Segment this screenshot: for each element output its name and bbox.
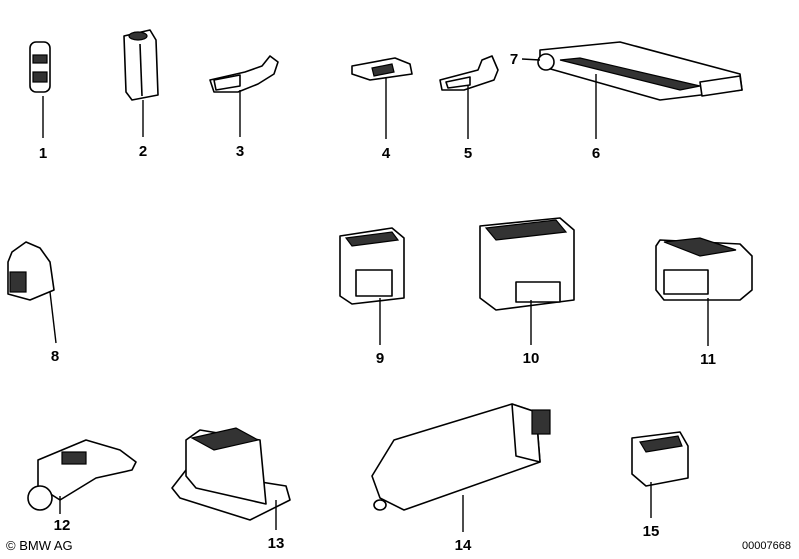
callout-7: 7 [510,51,518,68]
callout-8: 8 [51,348,59,365]
copyright-notice: © BMW AG [6,538,73,553]
part-10-connector-housing[interactable]: 10 [479,217,575,367]
callout-1: 1 [39,145,47,162]
part-5-flat-terminal[interactable]: 5 [439,55,499,162]
part-15-small-housing[interactable]: 15 [631,431,689,540]
callout-3: 3 [236,143,244,160]
callout-11: 11 [700,351,716,368]
callout-14: 14 [455,537,472,554]
callout-13: 13 [268,535,285,552]
callout-10: 10 [523,350,540,367]
part-2-connector-housing[interactable]: 2 [123,29,159,160]
part-14-in-line-connector[interactable]: 14 [371,403,551,554]
part-13-flanged-socket[interactable]: 13 [171,427,291,552]
part-3-flat-terminal[interactable]: 3 [209,55,279,160]
part-12-mounting-bracket[interactable]: 12 [27,439,137,534]
part-8-angled-connector[interactable]: 8 [7,241,59,365]
callout-4: 4 [382,145,391,162]
callout-2: 2 [139,143,147,160]
callout-9: 9 [376,350,384,367]
part-6-multi-pin-housing[interactable]: 6 [539,41,743,162]
callout-6: 6 [592,145,600,162]
callout-5: 5 [464,145,472,162]
callout-15: 15 [643,523,660,540]
part-9-connector-housing[interactable]: 9 [339,227,405,367]
part-7-locking-tab[interactable]: 7 [510,51,555,71]
document-id: 00007668 [742,540,791,552]
callout-12: 12 [54,517,71,534]
part-1-connector-sleeve[interactable]: 1 [29,41,51,162]
part-4-terminal-clip[interactable]: 4 [351,57,413,162]
part-11-connector-housing[interactable]: 11 [655,237,753,368]
